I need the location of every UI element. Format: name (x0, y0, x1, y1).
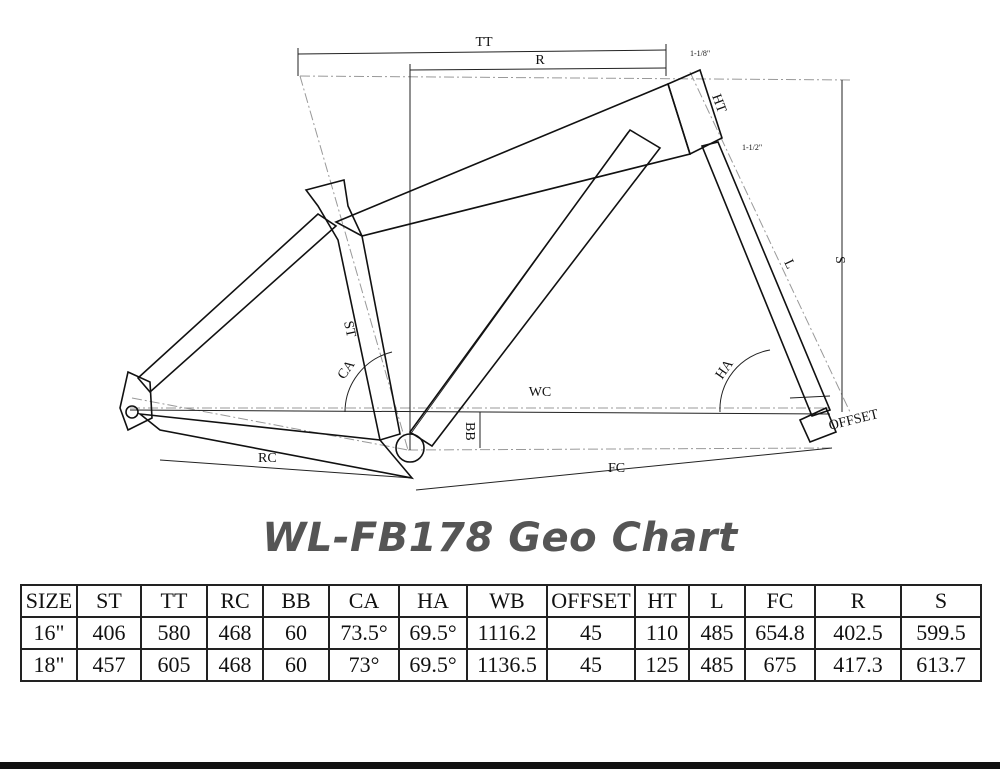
label-ha: HA (713, 356, 737, 382)
table-cell: 468 (206, 648, 264, 682)
geometry-table: SIZE ST TT RC BB CA HA WB OFFSET HT L FC… (20, 584, 982, 682)
table-cell: 485 (688, 648, 746, 682)
header-cell: CA (328, 584, 400, 618)
label-offset: OFFSET (827, 407, 880, 434)
label-head-top: 1-1/8" (690, 49, 710, 58)
table-cell: 60 (262, 616, 330, 650)
table-row: 18" 457 605 468 60 73° 69.5° 1136.5 45 1… (20, 648, 982, 682)
label-wc: WC (529, 385, 552, 400)
bike-frame (119, 68, 838, 480)
header-cell: TT (140, 584, 208, 618)
label-bb: BB (462, 422, 477, 441)
table-cell: 16" (20, 616, 78, 650)
table-cell: 45 (546, 648, 636, 682)
construction-lines (130, 71, 851, 451)
label-fc: FC (608, 461, 625, 476)
table-cell: 485 (688, 616, 746, 650)
table-cell: 417.3 (814, 648, 902, 682)
header-cell: BB (262, 584, 330, 618)
table-cell: 73.5° (328, 616, 400, 650)
table-cell: 599.5 (900, 616, 982, 650)
frame-diagram: TT R 1-1/8" 1-1/2" HT L S ST CA HA WC BB… (119, 35, 880, 491)
dimension-lines (129, 44, 843, 491)
header-cell: OFFSET (546, 584, 636, 618)
table-cell: 1136.5 (466, 648, 548, 682)
header-cell: SIZE (20, 584, 78, 618)
label-st: ST (340, 320, 358, 340)
label-head-bottom: 1-1/2" (742, 143, 762, 152)
header-cell: R (814, 584, 902, 618)
table-cell: 110 (634, 616, 690, 650)
header-cell: FC (744, 584, 816, 618)
table-cell: 60 (262, 648, 330, 682)
table-cell: 675 (744, 648, 816, 682)
header-cell: HA (398, 584, 468, 618)
table-row: 16" 406 580 468 60 73.5° 69.5° 1116.2 45… (20, 616, 982, 650)
table-cell: 613.7 (900, 648, 982, 682)
table-cell: 1116.2 (466, 616, 548, 650)
header-cell: L (688, 584, 746, 618)
label-tt: TT (475, 35, 493, 50)
table-cell: 654.8 (744, 616, 816, 650)
chart-title: WL-FB178 Geo Chart (262, 515, 738, 561)
label-s: S (832, 256, 847, 264)
header-cell: WB (466, 584, 548, 618)
header-cell: HT (634, 584, 690, 618)
table-cell: 69.5° (398, 648, 468, 682)
header-cell: ST (76, 584, 142, 618)
label-r: R (535, 53, 545, 68)
table-cell: 468 (206, 616, 264, 650)
table-cell: 18" (20, 648, 78, 682)
header-cell: RC (206, 584, 264, 618)
bottom-rule (0, 762, 1000, 769)
table-cell: 69.5° (398, 616, 468, 650)
label-rc: RC (258, 451, 277, 466)
table-cell: 45 (546, 616, 636, 650)
table-cell: 406 (76, 616, 142, 650)
table-cell: 605 (140, 648, 208, 682)
table-cell: 457 (76, 648, 142, 682)
label-ht: HT (708, 92, 729, 115)
table-cell: 580 (140, 616, 208, 650)
table-cell: 73° (328, 648, 400, 682)
table-header-row: SIZE ST TT RC BB CA HA WB OFFSET HT L FC… (20, 584, 982, 618)
table-cell: 402.5 (814, 616, 902, 650)
header-cell: S (900, 584, 982, 618)
table-cell: 125 (634, 648, 690, 682)
